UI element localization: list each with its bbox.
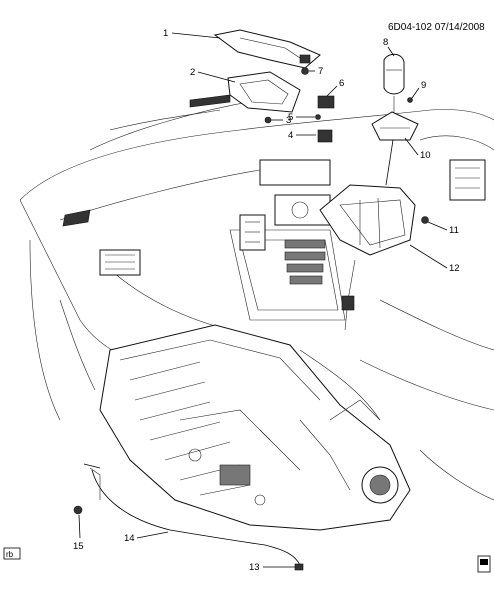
part-5-screw <box>315 114 321 120</box>
part-1-console-trim-plate <box>213 29 321 69</box>
part-7-nut <box>301 67 309 75</box>
callout-5: 5 <box>288 112 293 123</box>
transmission-assembly <box>99 324 411 531</box>
part-8-shift-knob <box>383 53 405 112</box>
callout-6: 6 <box>339 78 344 89</box>
callout-2: 2 <box>190 67 195 78</box>
part-14-shift-cable <box>83 463 301 566</box>
corner-tag-label: rb <box>6 550 14 559</box>
callout-15: 15 <box>73 541 84 552</box>
part-11-nut <box>421 216 429 224</box>
part-6-switch <box>317 95 335 109</box>
leader-lines <box>78 32 448 568</box>
part-2-bezel <box>227 71 301 113</box>
part-10-shift-boot <box>371 111 419 186</box>
part-9-screw <box>407 97 413 103</box>
callout-14: 14 <box>124 533 135 544</box>
callout-10: 10 <box>420 150 431 161</box>
part-3-fastener <box>264 116 272 124</box>
callout-11: 11 <box>449 225 459 236</box>
book-icon <box>477 555 491 573</box>
part-4-switch <box>317 129 333 143</box>
callout-12: 12 <box>449 263 460 274</box>
corner-tag-box <box>3 547 21 560</box>
callout-13: 13 <box>249 562 260 573</box>
part-15-nut <box>73 505 83 515</box>
callout-9: 9 <box>421 80 426 91</box>
callout-8: 8 <box>383 37 388 48</box>
part-13-clip <box>294 563 304 571</box>
callout-3: 3 <box>286 115 291 126</box>
callout-7: 7 <box>318 66 323 77</box>
part-12-shifter-assembly <box>319 184 416 331</box>
callout-1: 1 <box>163 28 168 39</box>
callout-4: 4 <box>288 130 293 141</box>
diagram-ref-code: 6D04-102 07/14/2008 <box>388 22 485 33</box>
